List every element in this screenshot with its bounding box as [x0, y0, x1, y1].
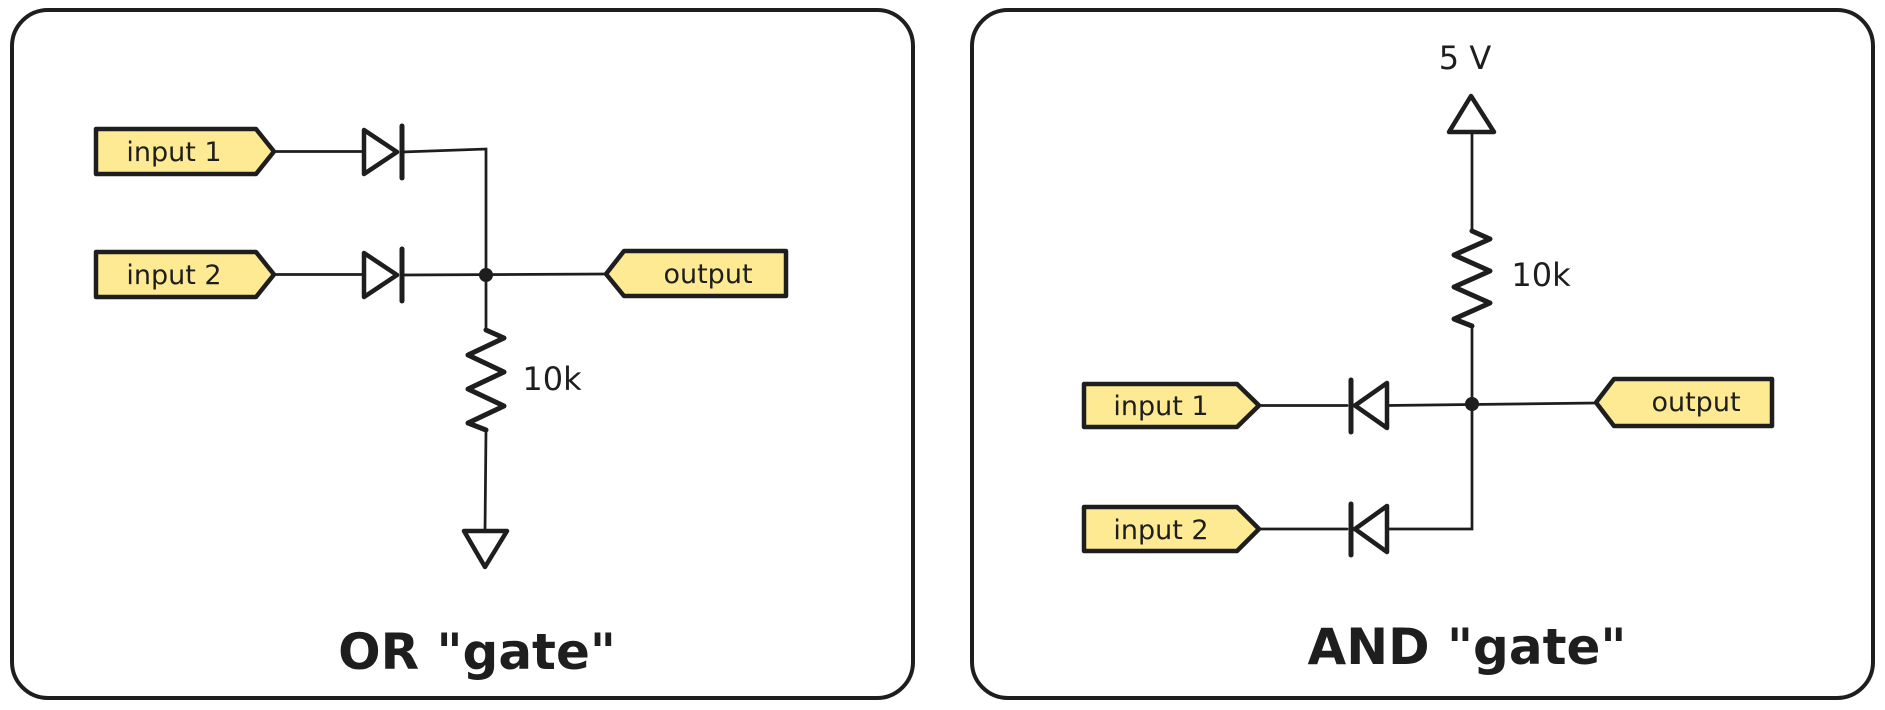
and-gate-panel: 5 V 10k input 1 input 2: [970, 8, 1875, 700]
supply-voltage-text: 5 V: [1439, 39, 1492, 77]
net-label-input1: input 1: [1081, 381, 1262, 430]
wires: [272, 147, 608, 533]
net-label-flag: [1593, 376, 1775, 429]
resistor-r1: 10k: [1451, 228, 1571, 329]
net-label-input2: input 2: [93, 249, 277, 300]
or-gate-drawing: input 1 input 2 output: [93, 123, 789, 681]
power-supply-symbol: 5 V: [1439, 39, 1497, 135]
net-label-text: input 1: [126, 137, 221, 168]
ground-symbol: [461, 528, 510, 570]
net-label-flag: [93, 126, 277, 177]
net-label-flag: [93, 249, 277, 300]
junction-dot: [1465, 397, 1479, 411]
diode-d1: [1348, 377, 1390, 435]
net-label-text: input 2: [1113, 515, 1208, 546]
diode-d2: [1348, 501, 1390, 558]
net-label-text: input 1: [1113, 391, 1208, 422]
net-label-input2: input 2: [1081, 504, 1262, 554]
net-label-flag: [1081, 504, 1262, 554]
resistor-r1: 10k: [465, 327, 582, 433]
resistor-value: 10k: [522, 360, 582, 398]
net-label-text: output: [1651, 387, 1740, 418]
supply-triangle: [1446, 93, 1497, 135]
net-label-flag: [1081, 381, 1262, 430]
and-gate-drawing: 5 V 10k input 1 input 2: [1081, 39, 1775, 676]
net-label-output: output: [1593, 376, 1775, 429]
diode-d2: [361, 246, 405, 304]
resistor-value: 10k: [1511, 256, 1571, 294]
net-label-input1: input 1: [93, 126, 277, 177]
or-gate-panel: input 1 input 2 output: [10, 8, 915, 700]
junction-dot: [479, 268, 493, 282]
net-label-output: output: [603, 248, 789, 299]
panel-caption: AND "gate": [1308, 618, 1627, 676]
net-label-flag: [603, 248, 789, 299]
diode-d1: [361, 123, 405, 181]
net-label-text: input 2: [126, 260, 221, 291]
wires: [1257, 130, 1598, 531]
net-label-text: output: [663, 259, 752, 290]
panel-caption: OR "gate": [338, 623, 616, 681]
